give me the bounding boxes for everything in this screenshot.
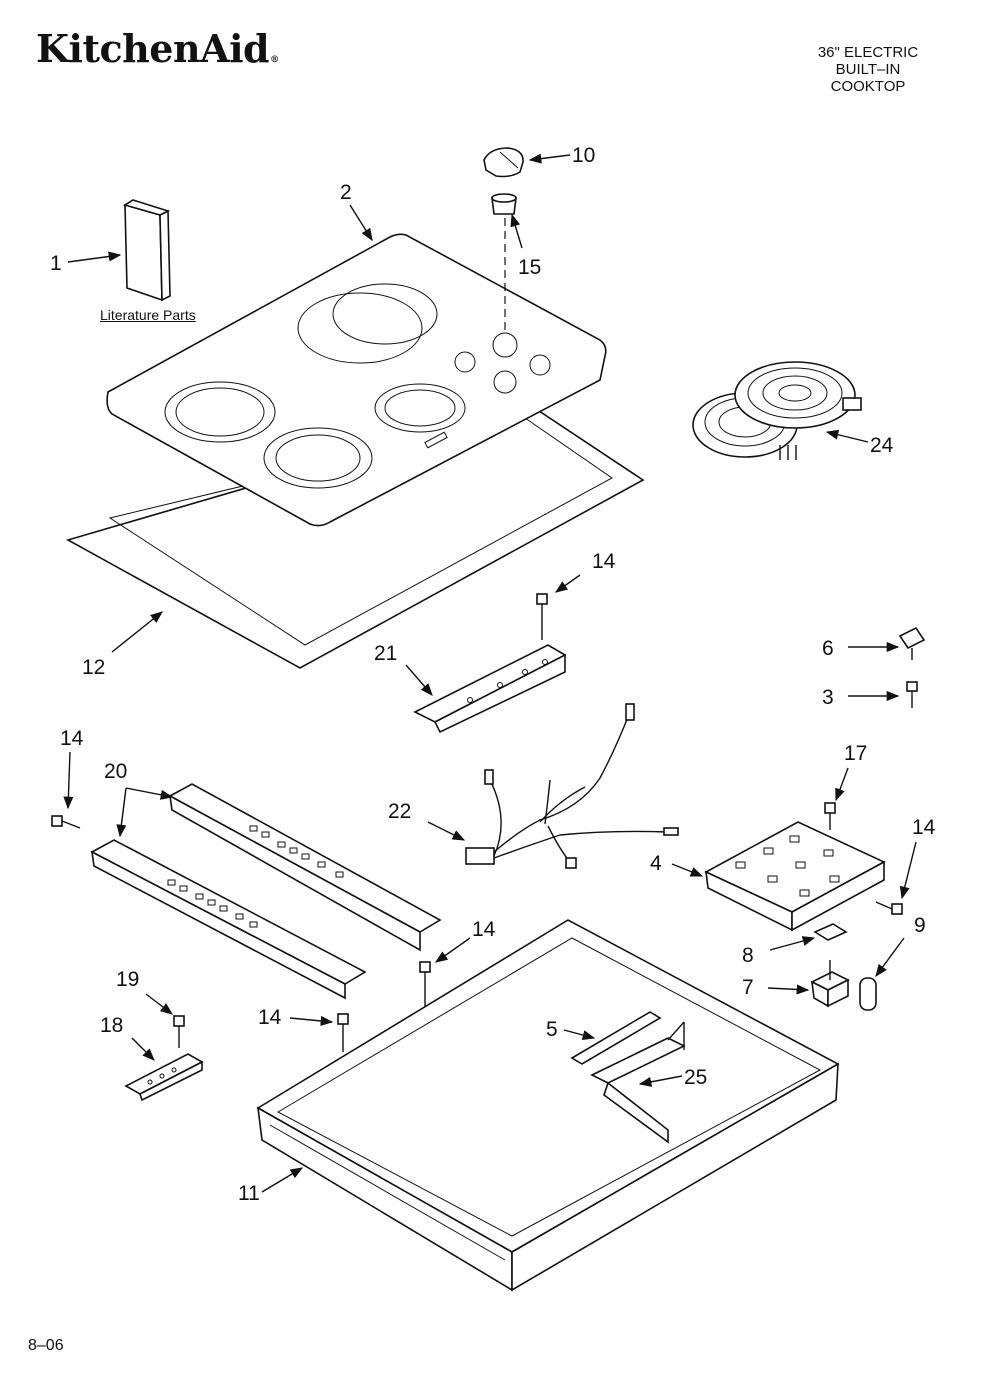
- callout-4: 4: [650, 852, 662, 875]
- screw-14a: [536, 593, 548, 640]
- callout-18: 18: [100, 1014, 123, 1037]
- callout-10: 10: [572, 144, 595, 167]
- callout-2: 2: [340, 181, 352, 204]
- rail-20-upper: [168, 783, 442, 952]
- callout-19: 19: [116, 968, 139, 991]
- callout-6: 6: [822, 637, 834, 660]
- screw-14d: [419, 961, 431, 1012]
- callout-11: 11: [238, 1182, 260, 1205]
- screw-19: [173, 1015, 185, 1048]
- glass-cooktop-top: [106, 233, 607, 527]
- cooktop-chassis: [256, 919, 840, 1292]
- screw-17: [824, 802, 836, 830]
- callout-14-top: 14: [592, 550, 616, 573]
- bracket-5: [570, 1011, 662, 1065]
- callout-21: 21: [374, 642, 397, 665]
- callout-1: 1: [50, 252, 62, 275]
- page-code: 8–06: [28, 1337, 64, 1354]
- radiant-element: [692, 361, 862, 460]
- callout-15: 15: [518, 256, 541, 279]
- callout-24: 24: [870, 434, 894, 457]
- bracket-25: [590, 1021, 686, 1144]
- callout-14-center: 14: [472, 918, 496, 941]
- bracket-21: [413, 644, 567, 734]
- screw-14e: [337, 1013, 349, 1052]
- literature-booklet: [123, 199, 171, 302]
- screw-3: [906, 681, 918, 708]
- callout-7: 7: [742, 976, 754, 999]
- indicator-9: [859, 977, 877, 1011]
- insulator-8: [813, 923, 848, 941]
- switch-7: [810, 960, 850, 1008]
- model-line-2: BUILT–IN: [835, 61, 901, 78]
- wire-harness: [465, 703, 679, 869]
- callout-14-left: 14: [60, 727, 84, 750]
- callout-3: 3: [822, 686, 834, 709]
- control-knob: [483, 147, 524, 178]
- screw-14b: [51, 815, 81, 829]
- callout-14-right: 14: [912, 816, 936, 839]
- screw-14c: [875, 901, 903, 915]
- brand-name: KitchenAid: [36, 26, 270, 71]
- model-title: 36" ELECTRIC BUILT–IN COOKTOP: [778, 44, 958, 95]
- knob-bushing: [491, 193, 517, 215]
- control-housing: [704, 821, 886, 932]
- literature-parts-label: Literature Parts: [100, 307, 196, 323]
- callout-9: 9: [914, 914, 926, 937]
- callout-14-lower: 14: [258, 1006, 282, 1029]
- callout-5: 5: [546, 1018, 558, 1041]
- callout-20: 20: [104, 760, 127, 783]
- brand-logo: KitchenAid®: [36, 26, 279, 71]
- clip-6: [898, 626, 926, 660]
- callout-22: 22: [388, 800, 411, 823]
- callout-17: 17: [844, 742, 867, 765]
- model-line-3: COOKTOP: [830, 78, 906, 95]
- callout-8: 8: [742, 944, 754, 967]
- rail-20-lower: [90, 839, 367, 1000]
- leader-lines: [63, 153, 917, 1193]
- model-line-1: 36" ELECTRIC: [817, 44, 919, 61]
- callout-25: 25: [684, 1066, 707, 1089]
- bracket-18: [124, 1053, 204, 1102]
- registered-mark: ®: [270, 55, 279, 65]
- callout-12: 12: [82, 656, 105, 679]
